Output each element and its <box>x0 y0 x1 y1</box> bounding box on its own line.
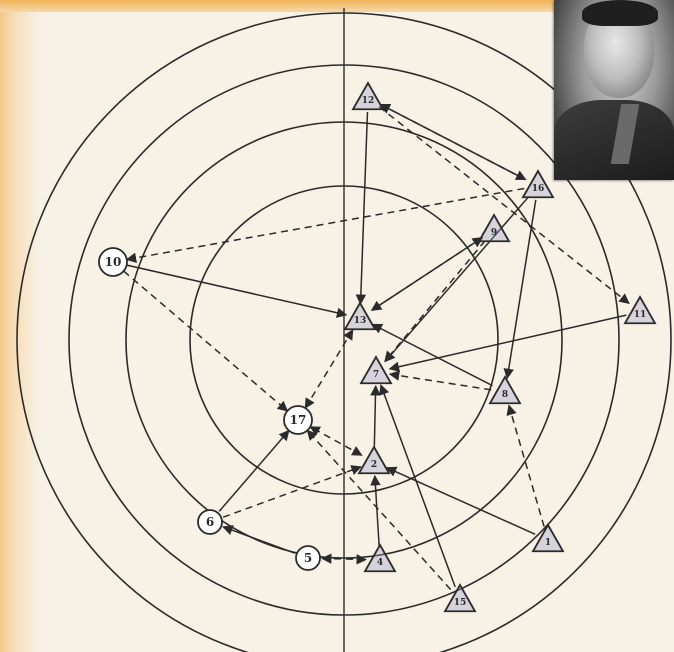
node-15-label: 15 <box>454 598 467 608</box>
node-13: 13 <box>345 303 375 329</box>
node-1: 1 <box>533 525 563 551</box>
node-10: 10 <box>99 248 127 276</box>
node-6: 6 <box>198 510 222 534</box>
node-8-label: 8 <box>502 390 508 400</box>
edge-n4-to-n2 <box>375 476 379 546</box>
edge-n6-to-n2 <box>223 467 361 517</box>
edge-n2-to-n7 <box>374 386 375 448</box>
node-9: 9 <box>479 215 509 241</box>
edge-n16-to-n8 <box>507 200 536 378</box>
edge-n2-to-n17 <box>310 427 361 455</box>
node-12-label: 12 <box>362 96 375 106</box>
edge-n11-to-n7 <box>390 315 627 369</box>
edge-n5-to-n6 <box>223 527 295 553</box>
edge-n13-to-n9 <box>372 238 483 311</box>
node-6-label: 6 <box>206 515 214 529</box>
node-12: 12 <box>353 83 383 109</box>
node-5-label: 5 <box>304 551 312 565</box>
node-2: 2 <box>359 447 389 473</box>
node-16: 16 <box>523 171 553 197</box>
photo-hair <box>582 0 658 26</box>
node-4: 4 <box>365 545 395 571</box>
node-7-label: 7 <box>373 370 379 380</box>
edge-n13-to-n17 <box>305 330 352 408</box>
edge-n10-to-n13 <box>127 265 347 315</box>
node-1-label: 1 <box>545 538 551 548</box>
edge-n1-to-n8 <box>509 405 544 526</box>
node-13-label: 13 <box>354 316 367 326</box>
edge-n10-to-n17 <box>124 271 288 411</box>
node-11-label: 11 <box>634 310 647 320</box>
node-17-label: 17 <box>290 413 307 427</box>
node-4-label: 4 <box>377 558 383 568</box>
node-17: 17 <box>284 406 312 434</box>
edge-n12-to-n13 <box>361 112 368 304</box>
node-2-label: 2 <box>371 460 377 470</box>
portrait-photo <box>554 0 674 180</box>
edge-n9-to-n7 <box>385 241 485 361</box>
edge-n16-to-n7 <box>385 197 529 362</box>
node-9-label: 9 <box>491 228 497 238</box>
node-8: 8 <box>490 377 520 403</box>
node-11: 11 <box>625 297 655 323</box>
node-10-label: 10 <box>105 255 122 269</box>
node-5: 5 <box>296 546 320 570</box>
node-16-label: 16 <box>532 184 545 194</box>
